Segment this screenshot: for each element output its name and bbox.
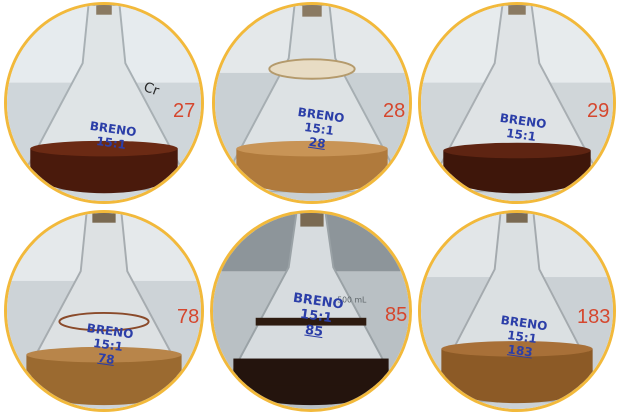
flask-photo-183: BRENO 15:1 183 183: [418, 210, 616, 412]
flask-85-image: 500 mL: [213, 213, 409, 409]
sample-number-78: 78: [177, 306, 200, 328]
flask-photo-27: Cr BRENO 15:1 27: [4, 2, 204, 204]
sample-number-29: 29: [587, 100, 610, 122]
flask-photo-85: 500 mL BRENO 15:1 85 85: [210, 210, 412, 412]
sample-number-85: 85: [385, 304, 408, 326]
flask-photo-28: BRENO 15:1 28 28: [212, 2, 412, 204]
flask-27-image: Cr: [7, 5, 201, 201]
svg-text:Cr: Cr: [141, 79, 161, 99]
sample-number-27: 27: [173, 100, 196, 122]
flask-volume-marking: 500 mL: [337, 295, 367, 304]
sample-number-183: 183: [577, 306, 611, 328]
flask-photo-78: BRENO 15:1 78 78: [4, 210, 204, 412]
flask-29-image: [421, 5, 613, 201]
flask-photo-29: BRENO 15:1 29: [418, 2, 616, 204]
sample-number-28: 28: [383, 100, 406, 122]
flask-78-image: [7, 213, 201, 409]
flask-183-image: [421, 213, 613, 409]
flask-28-image: [215, 5, 409, 201]
